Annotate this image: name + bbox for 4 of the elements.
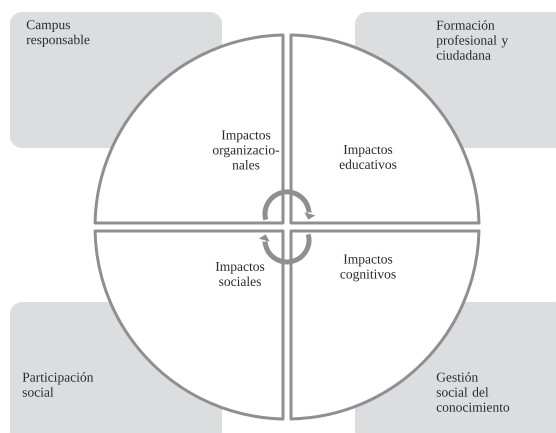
cycle-arrow — [262, 190, 316, 220]
quadrant: Impactos sociales — [94, 230, 284, 420]
cycle-arrow — [258, 234, 312, 264]
quadrant: Impactos organizacio- nales — [94, 34, 284, 224]
